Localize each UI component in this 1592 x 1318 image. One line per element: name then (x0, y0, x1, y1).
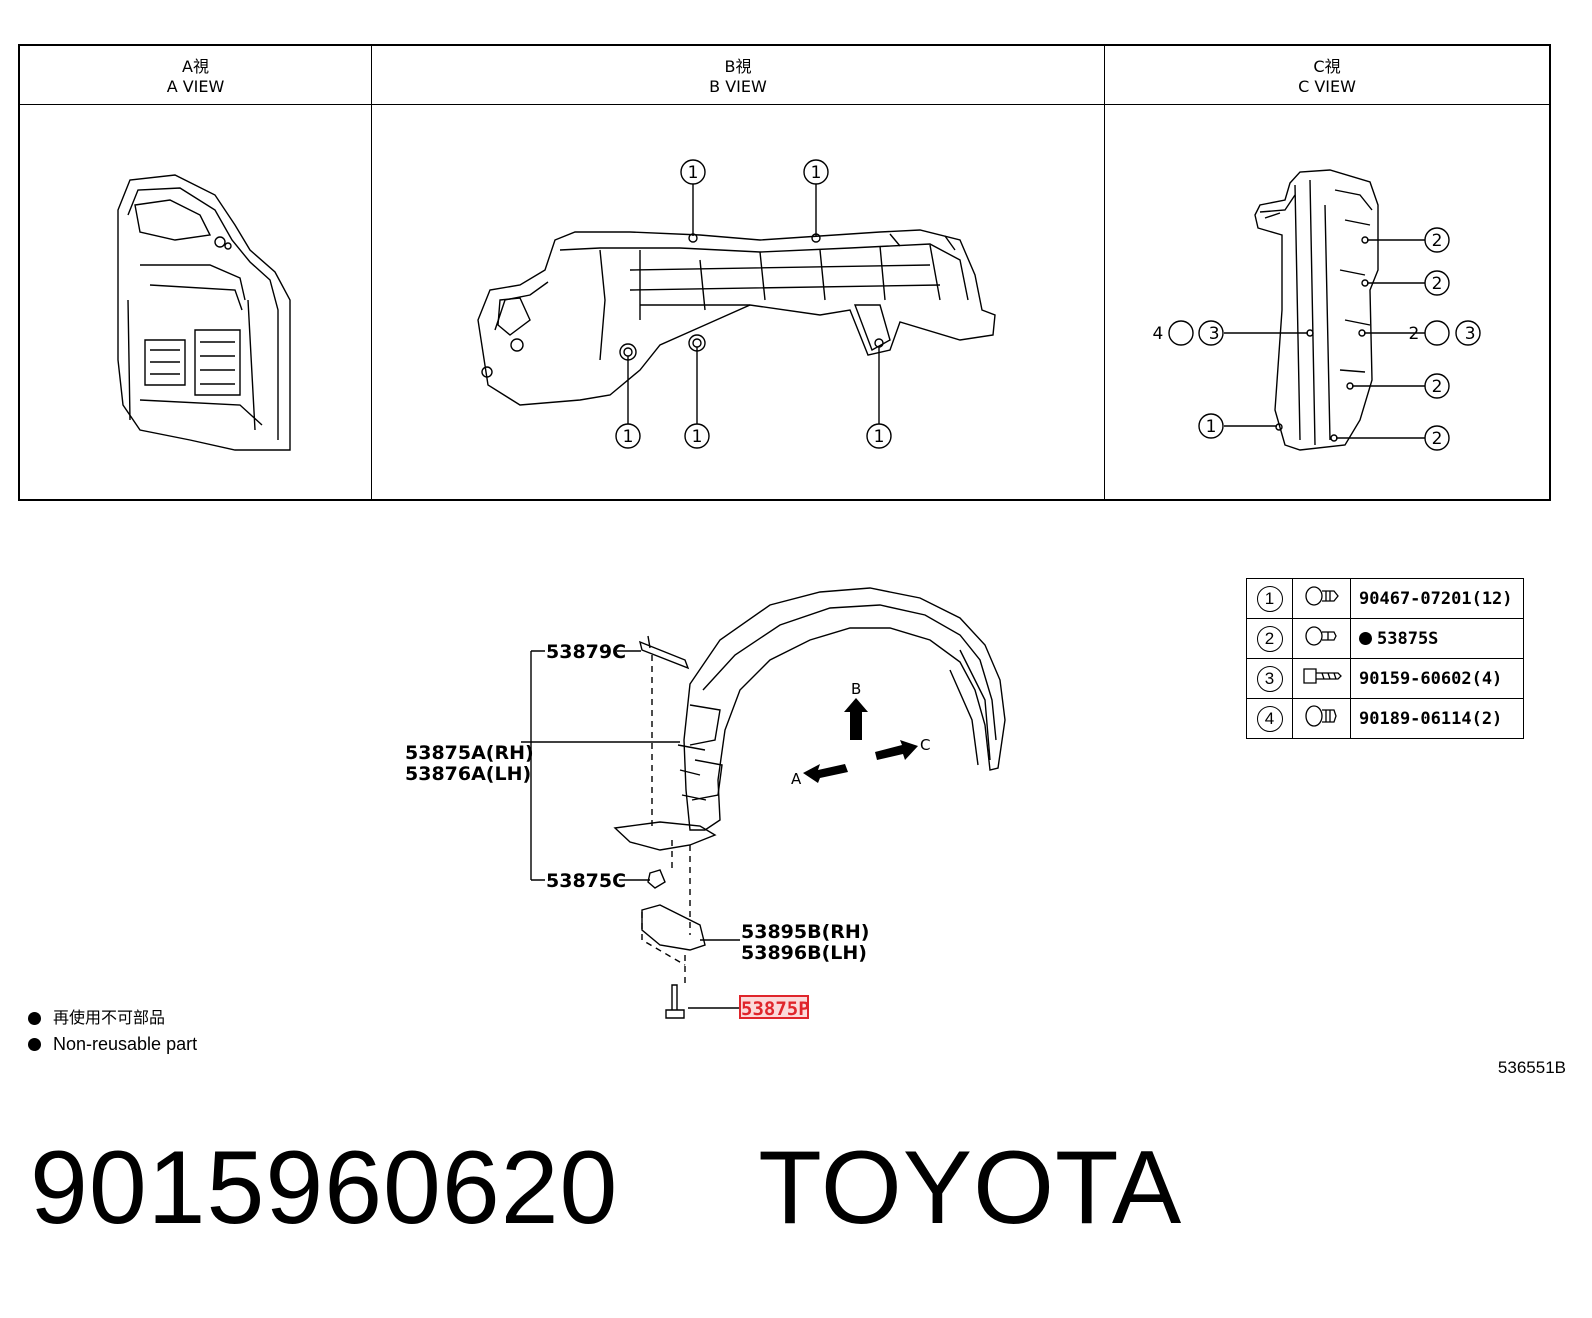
b-callout-3: 1 (623, 427, 634, 447)
b-callout-1: 1 (688, 163, 699, 183)
screw-icon (1302, 668, 1342, 684)
highlight-box (739, 995, 809, 1019)
arrow-c-icon (875, 740, 918, 760)
c-callout-r5: 2 (1432, 429, 1443, 449)
view-a-title-jp: A視 (182, 57, 209, 76)
view-b-title-jp: B視 (724, 57, 752, 76)
c-callout-r3: 2 3 (1408, 324, 1495, 344)
fastener-part-number: 90467-07201(12) (1350, 578, 1524, 619)
clip-icon (1304, 586, 1339, 606)
c-callout-r4: 2 (1432, 377, 1443, 397)
label-seal-lh: 53896B(LH) (741, 942, 867, 964)
arrow-b-label: B (851, 680, 861, 698)
legend-row-jp: 再使用不可部品 (28, 1005, 197, 1031)
label-53875c: 53875C (546, 870, 626, 892)
b-callout-5: 1 (874, 427, 885, 447)
fastener-number: 3 (1256, 665, 1283, 692)
fastener-part-number: 90159-60602(4) (1350, 658, 1524, 699)
arrow-a-label: A (791, 770, 802, 788)
non-reusable-dot (1359, 631, 1372, 645)
fastener-number: 2 (1256, 625, 1283, 652)
label-seal-rh: 53895B(RH) (741, 921, 869, 943)
legend-row-en: Non-reusable part (28, 1031, 197, 1057)
view-a-header: A視 A VIEW (20, 46, 371, 105)
label-53879c: 53879C (546, 641, 626, 663)
b-callout-2: 1 (811, 163, 822, 183)
view-c-panel: C視 C VIEW (1105, 46, 1549, 499)
legend: 再使用不可部品 Non-reusable part (28, 1005, 197, 1057)
views-table: A視 A VIEW B視 B VIEW C視 C VIEW (18, 44, 1551, 501)
fastener-number: 1 (1256, 585, 1283, 612)
arrow-b-icon (844, 698, 868, 740)
arrow-a-icon (803, 764, 848, 783)
main-part-labels: 53879C 53875A(RH) 53876A(LH) 53875C 5389… (405, 641, 869, 964)
legend-en: Non-reusable part (53, 1034, 198, 1054)
fastener-row: 3 90159-60602(4) (1246, 658, 1524, 699)
label-liner-lh: 53876A(LH) (405, 763, 531, 785)
view-b-title-en: B VIEW (709, 77, 767, 96)
grommet-icon (1304, 705, 1337, 727)
label-53875p[interactable]: 53875P (741, 998, 810, 1020)
c-callout-r1: 2 (1432, 231, 1443, 251)
view-a-panel: A視 A VIEW (20, 46, 372, 499)
view-a-liner-drawing (117, 174, 291, 451)
view-a-title-en: A VIEW (166, 77, 225, 96)
c-callout-left-bottom: 1 (1206, 417, 1217, 437)
fastener-number: 4 (1256, 705, 1283, 732)
view-b-panel: B視 B VIEW (372, 46, 1105, 499)
c-callout-r2: 2 (1432, 274, 1443, 294)
main-liner-drawing (613, 587, 1006, 1019)
view-c-liner-drawing (1254, 169, 1379, 451)
c-callout-left-top: 4 3 (1152, 324, 1239, 344)
c-view-callouts (1168, 227, 1481, 451)
b-view-callouts (615, 159, 892, 449)
label-liner-rh: 53875A(RH) (405, 742, 534, 764)
bullet-icon (28, 1011, 41, 1025)
fastener-row: 1 90467-07201(12) (1246, 578, 1524, 619)
push-clip-icon (1304, 626, 1337, 646)
drawing-number: 536551B (1497, 1058, 1566, 1077)
fastener-row: 2 53875S (1246, 618, 1524, 659)
bullet-icon (28, 1037, 41, 1051)
b-callout-4: 1 (692, 427, 703, 447)
fastener-part-number: 53875S (1377, 628, 1439, 649)
view-b-header: B視 B VIEW (372, 46, 1104, 105)
view-c-header: C視 C VIEW (1105, 46, 1549, 105)
direction-arrow-labels: B C A (791, 680, 930, 788)
direction-arrows (803, 698, 918, 783)
footer-part-number: 9015960620 (30, 1130, 619, 1246)
footer: 9015960620 TOYOTA (30, 1128, 1182, 1248)
view-c-title-jp: C視 (1313, 57, 1341, 76)
view-b-liner-drawing (477, 229, 996, 406)
c-view-callout-labels: 2 2 2 3 2 2 4 3 1 (1152, 231, 1495, 449)
view-c-title-en: C VIEW (1298, 77, 1356, 96)
b-view-callout-labels: 1 1 1 1 1 (623, 163, 885, 447)
footer-brand: TOYOTA (758, 1130, 1183, 1246)
legend-jp: 再使用不可部品 (53, 1008, 166, 1027)
fastener-part-number: 90189-06114(2) (1350, 698, 1524, 739)
fastener-row: 4 90189-06114(2) (1246, 698, 1524, 739)
arrow-c-label: C (920, 736, 930, 754)
fastener-table: 1 90467-07201(12) 2 53875S 3 90159-60602… (1246, 578, 1524, 739)
